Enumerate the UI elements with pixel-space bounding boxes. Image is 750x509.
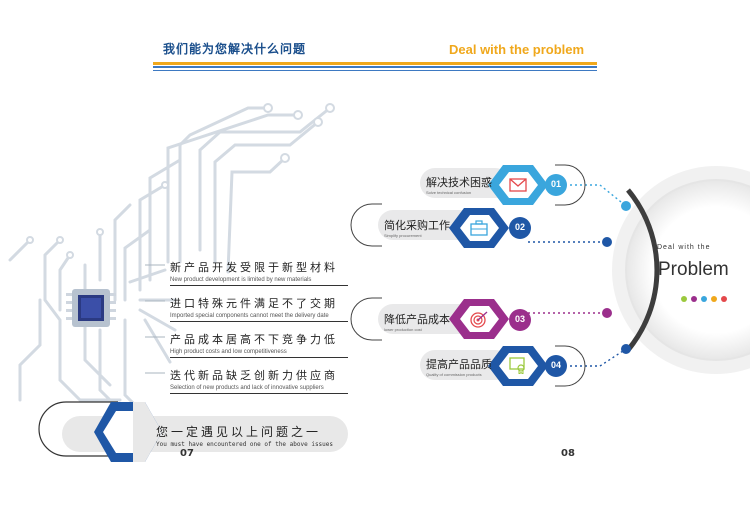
problem-item-3: 产品成本居高不下竞争力低 High product costs and low …	[170, 331, 348, 358]
number-badge: 03	[514, 314, 525, 324]
problem-subtitle: High product costs and low competitivene…	[170, 349, 287, 355]
chip-icon	[66, 289, 116, 327]
solution-title: 降低产品成本	[384, 313, 450, 326]
page-number-left: 07	[180, 448, 194, 459]
header-rule-blue	[153, 66, 597, 68]
solution-item-4: 提高产品品质 Quality of commission products	[426, 356, 492, 377]
page-title: 我们能为您解决什么问题	[163, 42, 307, 56]
target-icon	[470, 311, 488, 328]
solution-title: 提高产品品质	[426, 358, 492, 371]
solution-subtitle: Solve technical confusion	[426, 190, 472, 195]
envelope-icon	[509, 178, 527, 192]
header-rule-orange	[153, 62, 597, 65]
problem-item-4: 迭代新品缺乏创新力供应商 Selection of new products a…	[170, 367, 348, 394]
problem-subtitle: Imported special components cannot meet …	[170, 313, 329, 319]
page-title-english: Deal with the problem	[449, 42, 585, 57]
certificate-icon	[509, 357, 525, 374]
solution-item-3: 降低产品成本 lower production cost	[384, 311, 450, 332]
problem-item-1: 新产品开发受限于新型材料 New product development is …	[170, 259, 348, 286]
problem-title: 产品成本居高不下竞争力低	[170, 333, 338, 346]
number-badge: 04	[550, 360, 561, 370]
number-badge: 01	[550, 179, 561, 189]
solution-subtitle: lower production cost	[384, 327, 422, 332]
problem-title: 迭代新品缺乏创新力供应商	[170, 369, 338, 382]
solution-item-2: 简化采购工作 Simplify procurement	[384, 217, 450, 238]
circle-subtitle: Deal with the	[657, 244, 711, 251]
header-rule-blue-thin	[153, 70, 597, 71]
problem-title: 进口特殊元件满足不了交期	[170, 297, 338, 310]
hexagon-icon	[94, 402, 162, 462]
problem-title: 新产品开发受限于新型材料	[170, 261, 338, 274]
problem-subtitle: New product development is limited by ne…	[170, 277, 312, 283]
divider	[170, 357, 348, 358]
page-number-right: 08	[561, 448, 575, 459]
solution-title: 解决技术困惑	[426, 176, 492, 189]
number-badge: 02	[514, 222, 525, 232]
callout-title: 您一定遇见以上问题之一	[156, 425, 322, 439]
circle-title: Problem	[658, 259, 729, 280]
callout-subtitle: You must have encountered one of the abo…	[156, 441, 334, 448]
solution-subtitle: Quality of commission products	[426, 372, 482, 377]
divider	[170, 393, 348, 394]
solution-title: 简化采购工作	[384, 219, 450, 232]
briefcase-icon	[470, 220, 488, 236]
solution-item-1: 解决技术困惑 Solve technical confusion	[426, 174, 492, 195]
divider	[170, 285, 348, 286]
solution-subtitle: Simplify procurement	[384, 233, 422, 238]
problem-item-2: 进口特殊元件满足不了交期 Imported special components…	[170, 295, 348, 322]
divider	[170, 321, 348, 322]
problem-subtitle: Selection of new products and lack of in…	[170, 385, 324, 391]
